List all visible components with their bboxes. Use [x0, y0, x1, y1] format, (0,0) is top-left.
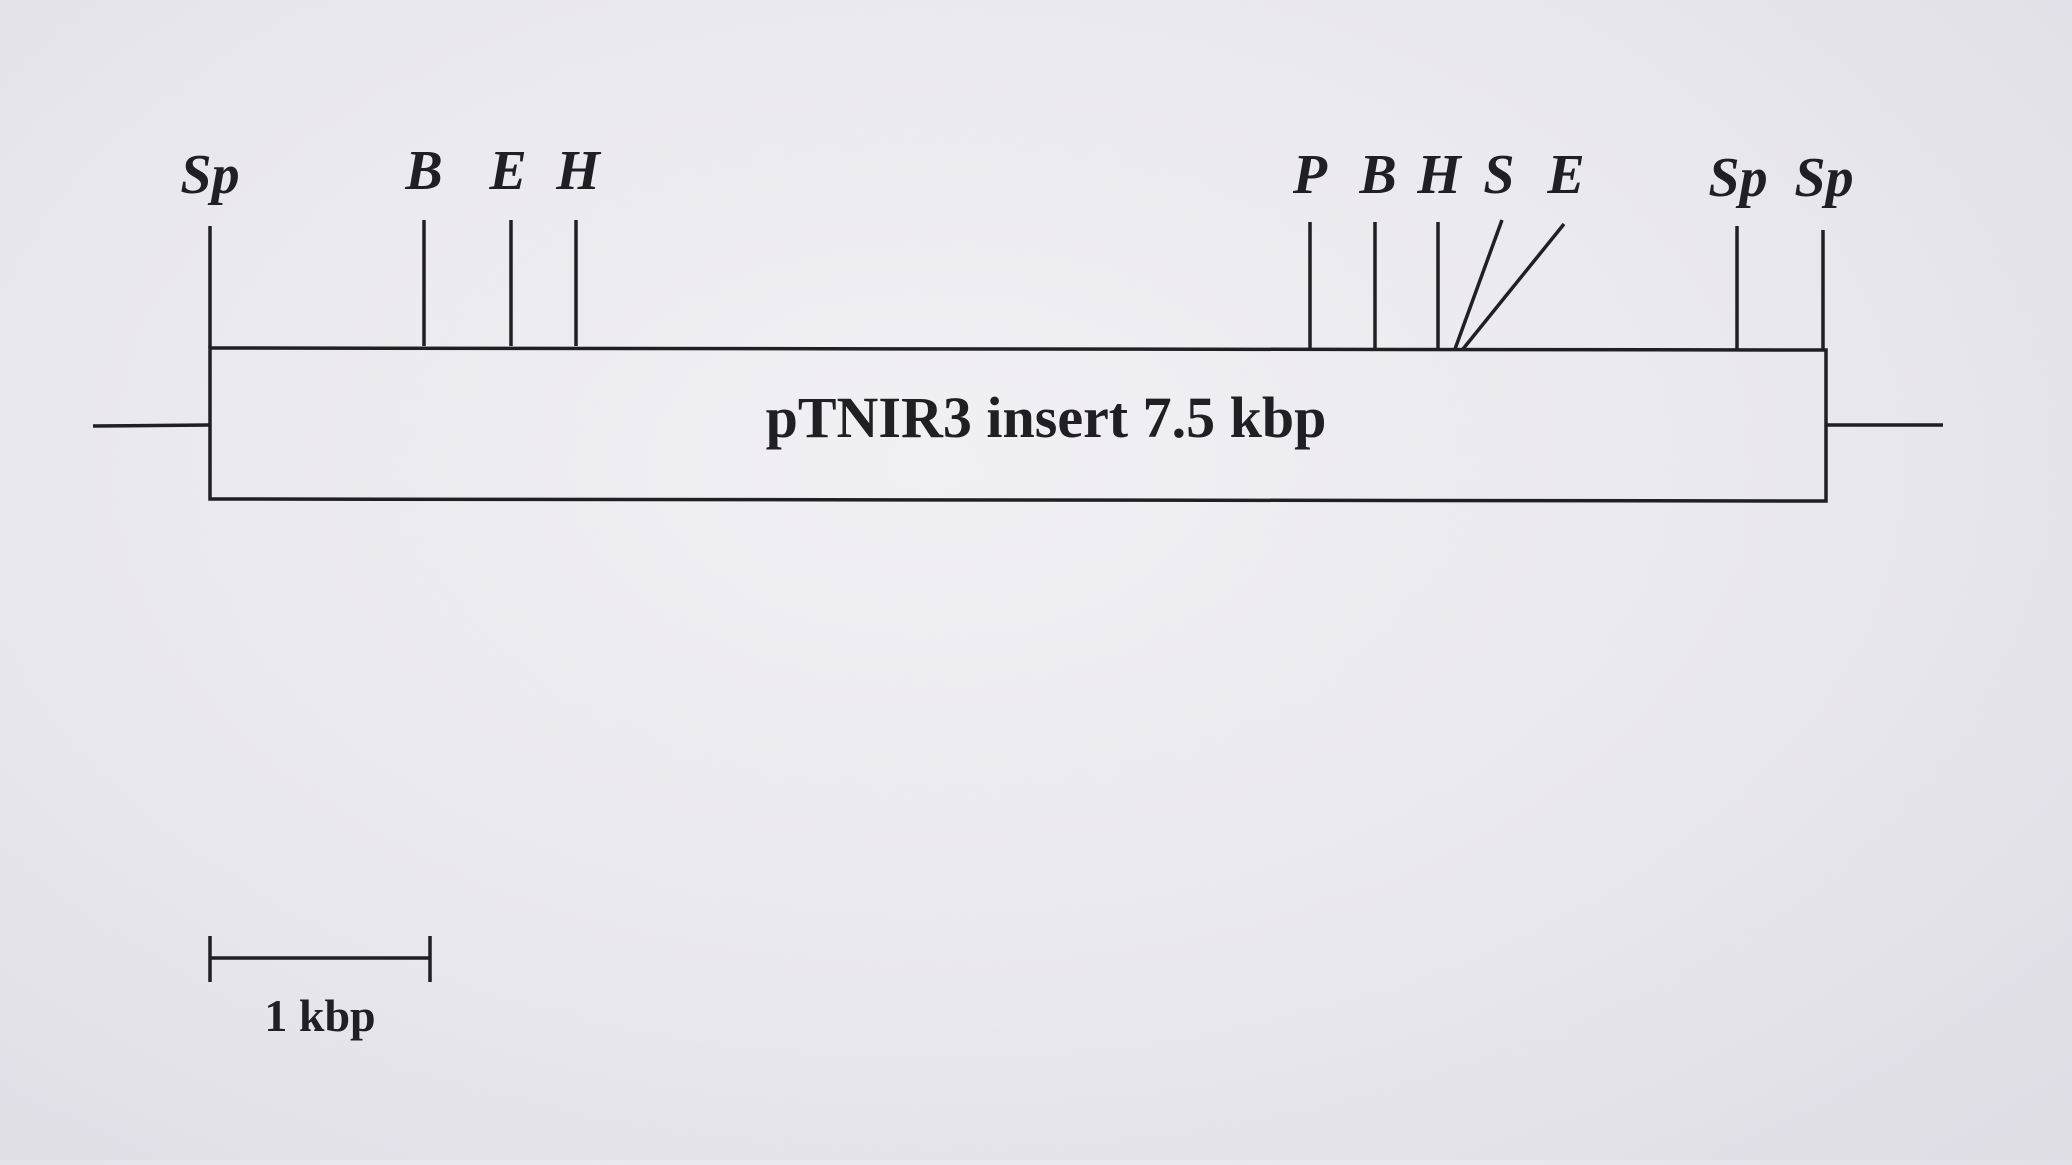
site-label-h-2: H: [1416, 144, 1462, 206]
site-label-p: P: [1292, 144, 1328, 206]
site-label-b-2: B: [1358, 144, 1396, 206]
site-label-sp-2: Sp: [1708, 147, 1767, 209]
site-label-s: S: [1483, 144, 1514, 206]
site-label-b-1: B: [404, 140, 442, 202]
site-label-sp-3: Sp: [1794, 147, 1853, 209]
insert-box: [208, 346, 1828, 503]
left-vector-line: [92, 423, 211, 428]
site-label-h-1: H: [555, 140, 601, 202]
site-tick-s: [1453, 219, 1504, 350]
site-tick-e-2: [1461, 222, 1566, 351]
site-label-sp-1: Sp: [180, 144, 239, 206]
insert-label: pTNIR3 insert 7.5 kbp: [766, 385, 1327, 450]
scale-bar: [208, 936, 432, 982]
site-label-e-2: E: [1546, 144, 1584, 206]
site-label-e-1: E: [488, 140, 526, 202]
scale-bar-label: 1 kbp: [264, 990, 375, 1041]
